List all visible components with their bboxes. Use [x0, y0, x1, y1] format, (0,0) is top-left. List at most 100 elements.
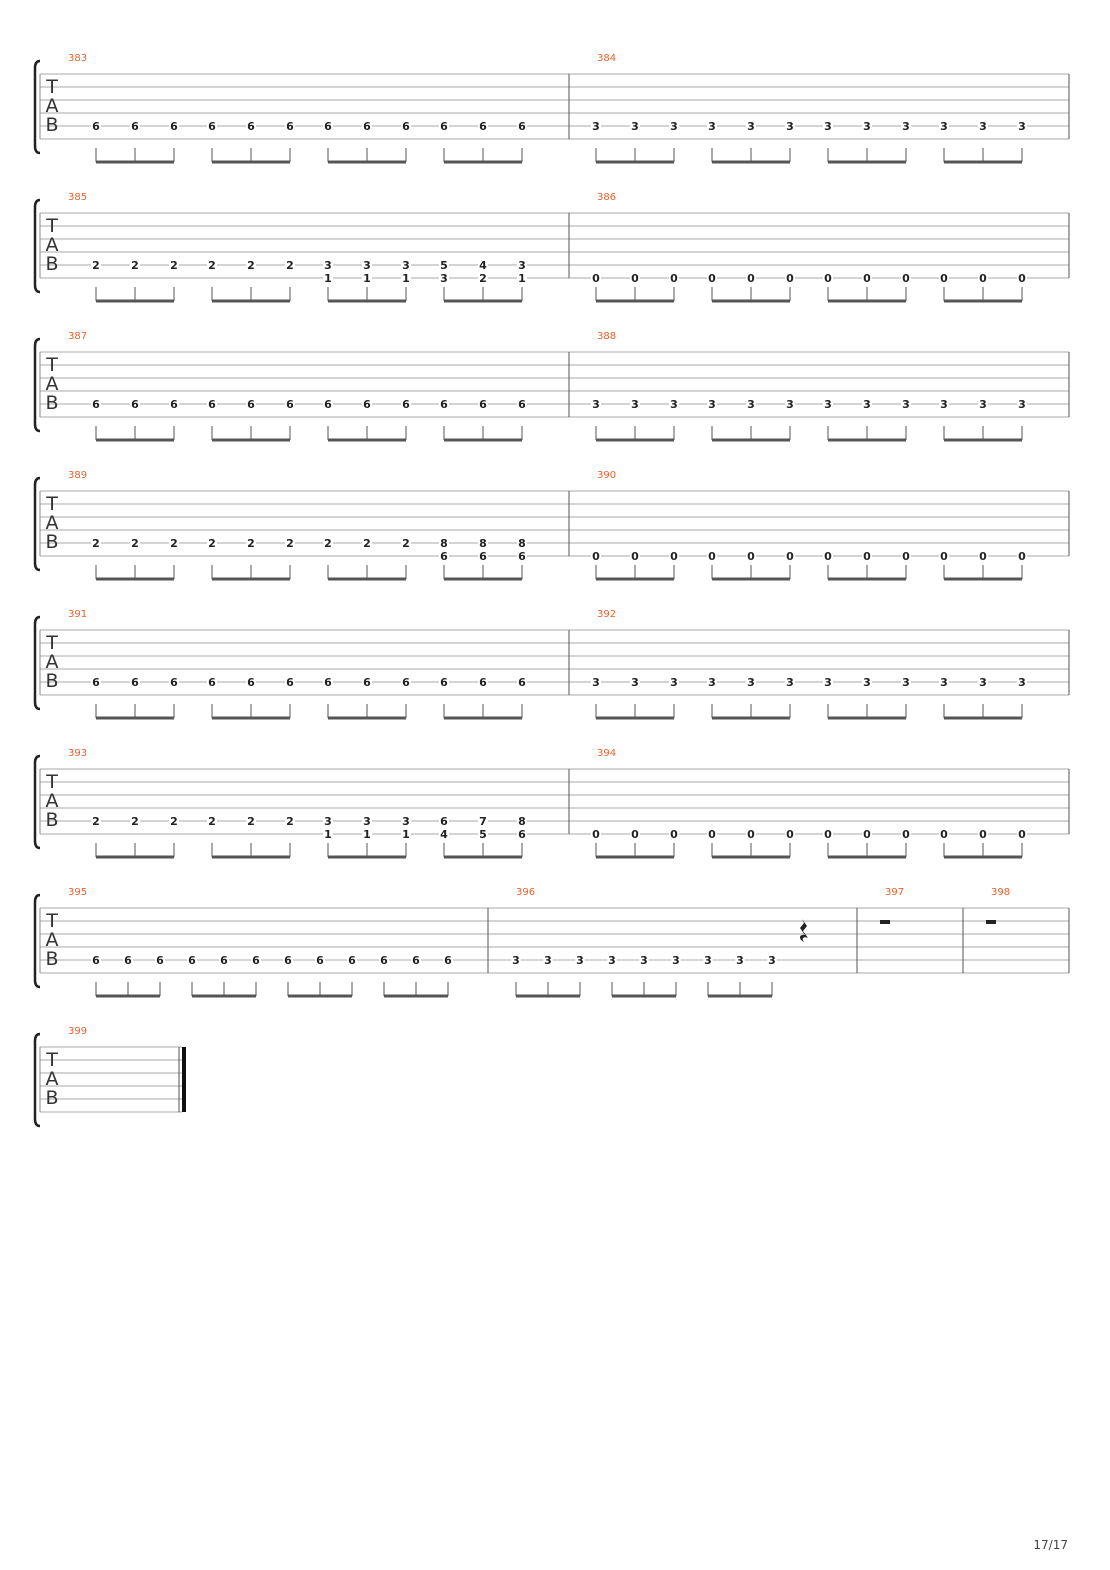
tab-clef-letter: T: [45, 215, 58, 237]
fret-number: 1: [324, 828, 332, 841]
fret-background: [901, 550, 911, 561]
tab-clef-letter: B: [45, 809, 58, 831]
fret-background: [246, 398, 256, 409]
fret-background: [478, 815, 488, 826]
fret-number: 3: [592, 120, 600, 133]
fret-number: 6: [188, 954, 196, 967]
fret-background: [517, 550, 527, 561]
fret-number: 3: [736, 954, 744, 967]
fret-background: [746, 398, 756, 409]
fret-number: 3: [747, 676, 755, 689]
fret-number: 6: [440, 120, 448, 133]
fret-background: [978, 398, 988, 409]
fret-number: 0: [747, 272, 755, 285]
fret-background: [285, 537, 295, 548]
tab-clef-letter: T: [45, 354, 58, 376]
fret-background: [823, 398, 833, 409]
fret-background: [591, 550, 601, 561]
fret-background: [362, 828, 372, 839]
fret-number: 6: [402, 398, 410, 411]
fret-background: [401, 537, 411, 548]
fret-background: [823, 120, 833, 131]
fret-number: 6: [170, 676, 178, 689]
fret-background: [1017, 828, 1027, 839]
fret-background: [607, 954, 617, 965]
fret-background: [511, 954, 521, 965]
fret-number: 2: [208, 259, 216, 272]
tab-clef-letter: B: [45, 1087, 58, 1109]
fret-background: [862, 398, 872, 409]
fret-background: [439, 272, 449, 283]
fret-number: 8: [518, 537, 526, 550]
tab-clef-letter: T: [45, 76, 58, 98]
measure-number: 391: [68, 609, 87, 620]
fret-number: 6: [208, 676, 216, 689]
fret-number: 0: [670, 272, 678, 285]
fret-number: 3: [440, 272, 448, 285]
fret-number: 0: [1018, 272, 1026, 285]
fret-number: 3: [631, 676, 639, 689]
fret-background: [362, 815, 372, 826]
fret-number: 6: [170, 398, 178, 411]
fret-number: 6: [363, 398, 371, 411]
fret-number: 0: [592, 828, 600, 841]
tab-clef-letter: T: [45, 632, 58, 654]
fret-number: 2: [286, 815, 294, 828]
measure-number: 392: [597, 609, 616, 620]
fret-number: 5: [440, 259, 448, 272]
fret-number: 2: [92, 259, 100, 272]
measure-number: 384: [597, 53, 616, 64]
fret-background: [91, 259, 101, 270]
fret-background: [939, 550, 949, 561]
fret-background: [401, 828, 411, 839]
fret-number: 6: [170, 120, 178, 133]
fret-background: [630, 120, 640, 131]
fret-background: [746, 272, 756, 283]
half-rest: [986, 920, 996, 924]
fret-background: [478, 120, 488, 131]
tab-clef-letter: B: [45, 253, 58, 275]
fret-number: 6: [363, 676, 371, 689]
fret-background: [669, 120, 679, 131]
fret-background: [323, 272, 333, 283]
measure-number: 396: [516, 887, 535, 898]
fret-number: 3: [768, 954, 776, 967]
fret-number: 6: [518, 676, 526, 689]
fret-background: [246, 815, 256, 826]
fret-number: 3: [863, 676, 871, 689]
fret-number: 8: [440, 537, 448, 550]
fret-background: [862, 120, 872, 131]
measure-number: 388: [597, 331, 616, 342]
fret-background: [362, 272, 372, 283]
fret-number: 0: [902, 272, 910, 285]
fret-background: [630, 550, 640, 561]
fret-number: 0: [902, 828, 910, 841]
fret-number: 2: [131, 259, 139, 272]
fret-background: [669, 828, 679, 839]
fret-background: [517, 398, 527, 409]
fret-background: [439, 120, 449, 131]
fret-number: 6: [324, 398, 332, 411]
fret-number: 3: [708, 120, 716, 133]
page-number: 17/17: [1033, 1538, 1068, 1552]
measure-number: 387: [68, 331, 87, 342]
fret-number: 6: [444, 954, 452, 967]
fret-number: 3: [708, 398, 716, 411]
fret-number: 0: [1018, 550, 1026, 563]
fret-background: [862, 272, 872, 283]
fret-number: 6: [479, 398, 487, 411]
fret-background: [785, 550, 795, 561]
fret-background: [862, 550, 872, 561]
fret-background: [630, 272, 640, 283]
system-bracket: [33, 754, 41, 850]
fret-background: [323, 676, 333, 687]
fret-background: [401, 259, 411, 270]
fret-number: 0: [708, 272, 716, 285]
fret-number: 6: [131, 398, 139, 411]
fret-background: [823, 828, 833, 839]
fret-background: [362, 537, 372, 548]
fret-number: 3: [786, 398, 794, 411]
fret-background: [207, 398, 217, 409]
quarter-rest: [799, 919, 808, 942]
